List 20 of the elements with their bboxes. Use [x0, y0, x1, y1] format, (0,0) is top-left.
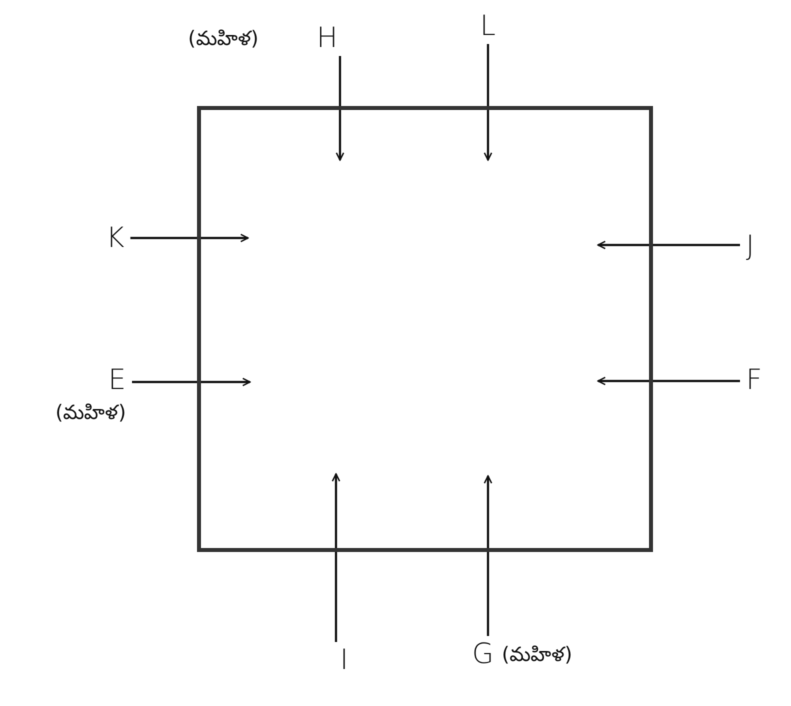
person-letter: E: [108, 366, 126, 394]
arrow: [336, 56, 344, 161]
person-letter: L: [480, 12, 496, 40]
person-letter: J: [746, 232, 754, 260]
arrow: [132, 378, 251, 386]
gender-note: (మహిళ): [502, 644, 572, 664]
square-outline: [197, 106, 653, 552]
gender-note: (మహిళ): [188, 28, 259, 48]
person-letter: K: [106, 224, 124, 252]
arrow: [130, 234, 249, 242]
arrow: [484, 475, 492, 636]
person-letter: F: [746, 366, 762, 394]
person-letter: H: [316, 24, 338, 52]
arrow: [597, 240, 740, 250]
arrow: [332, 473, 340, 642]
person-letter: I: [340, 646, 348, 674]
arrow: [484, 44, 492, 161]
gender-note: (మహిళ): [55, 402, 126, 422]
arrow: [597, 376, 740, 386]
person-letter: G: [472, 640, 494, 668]
